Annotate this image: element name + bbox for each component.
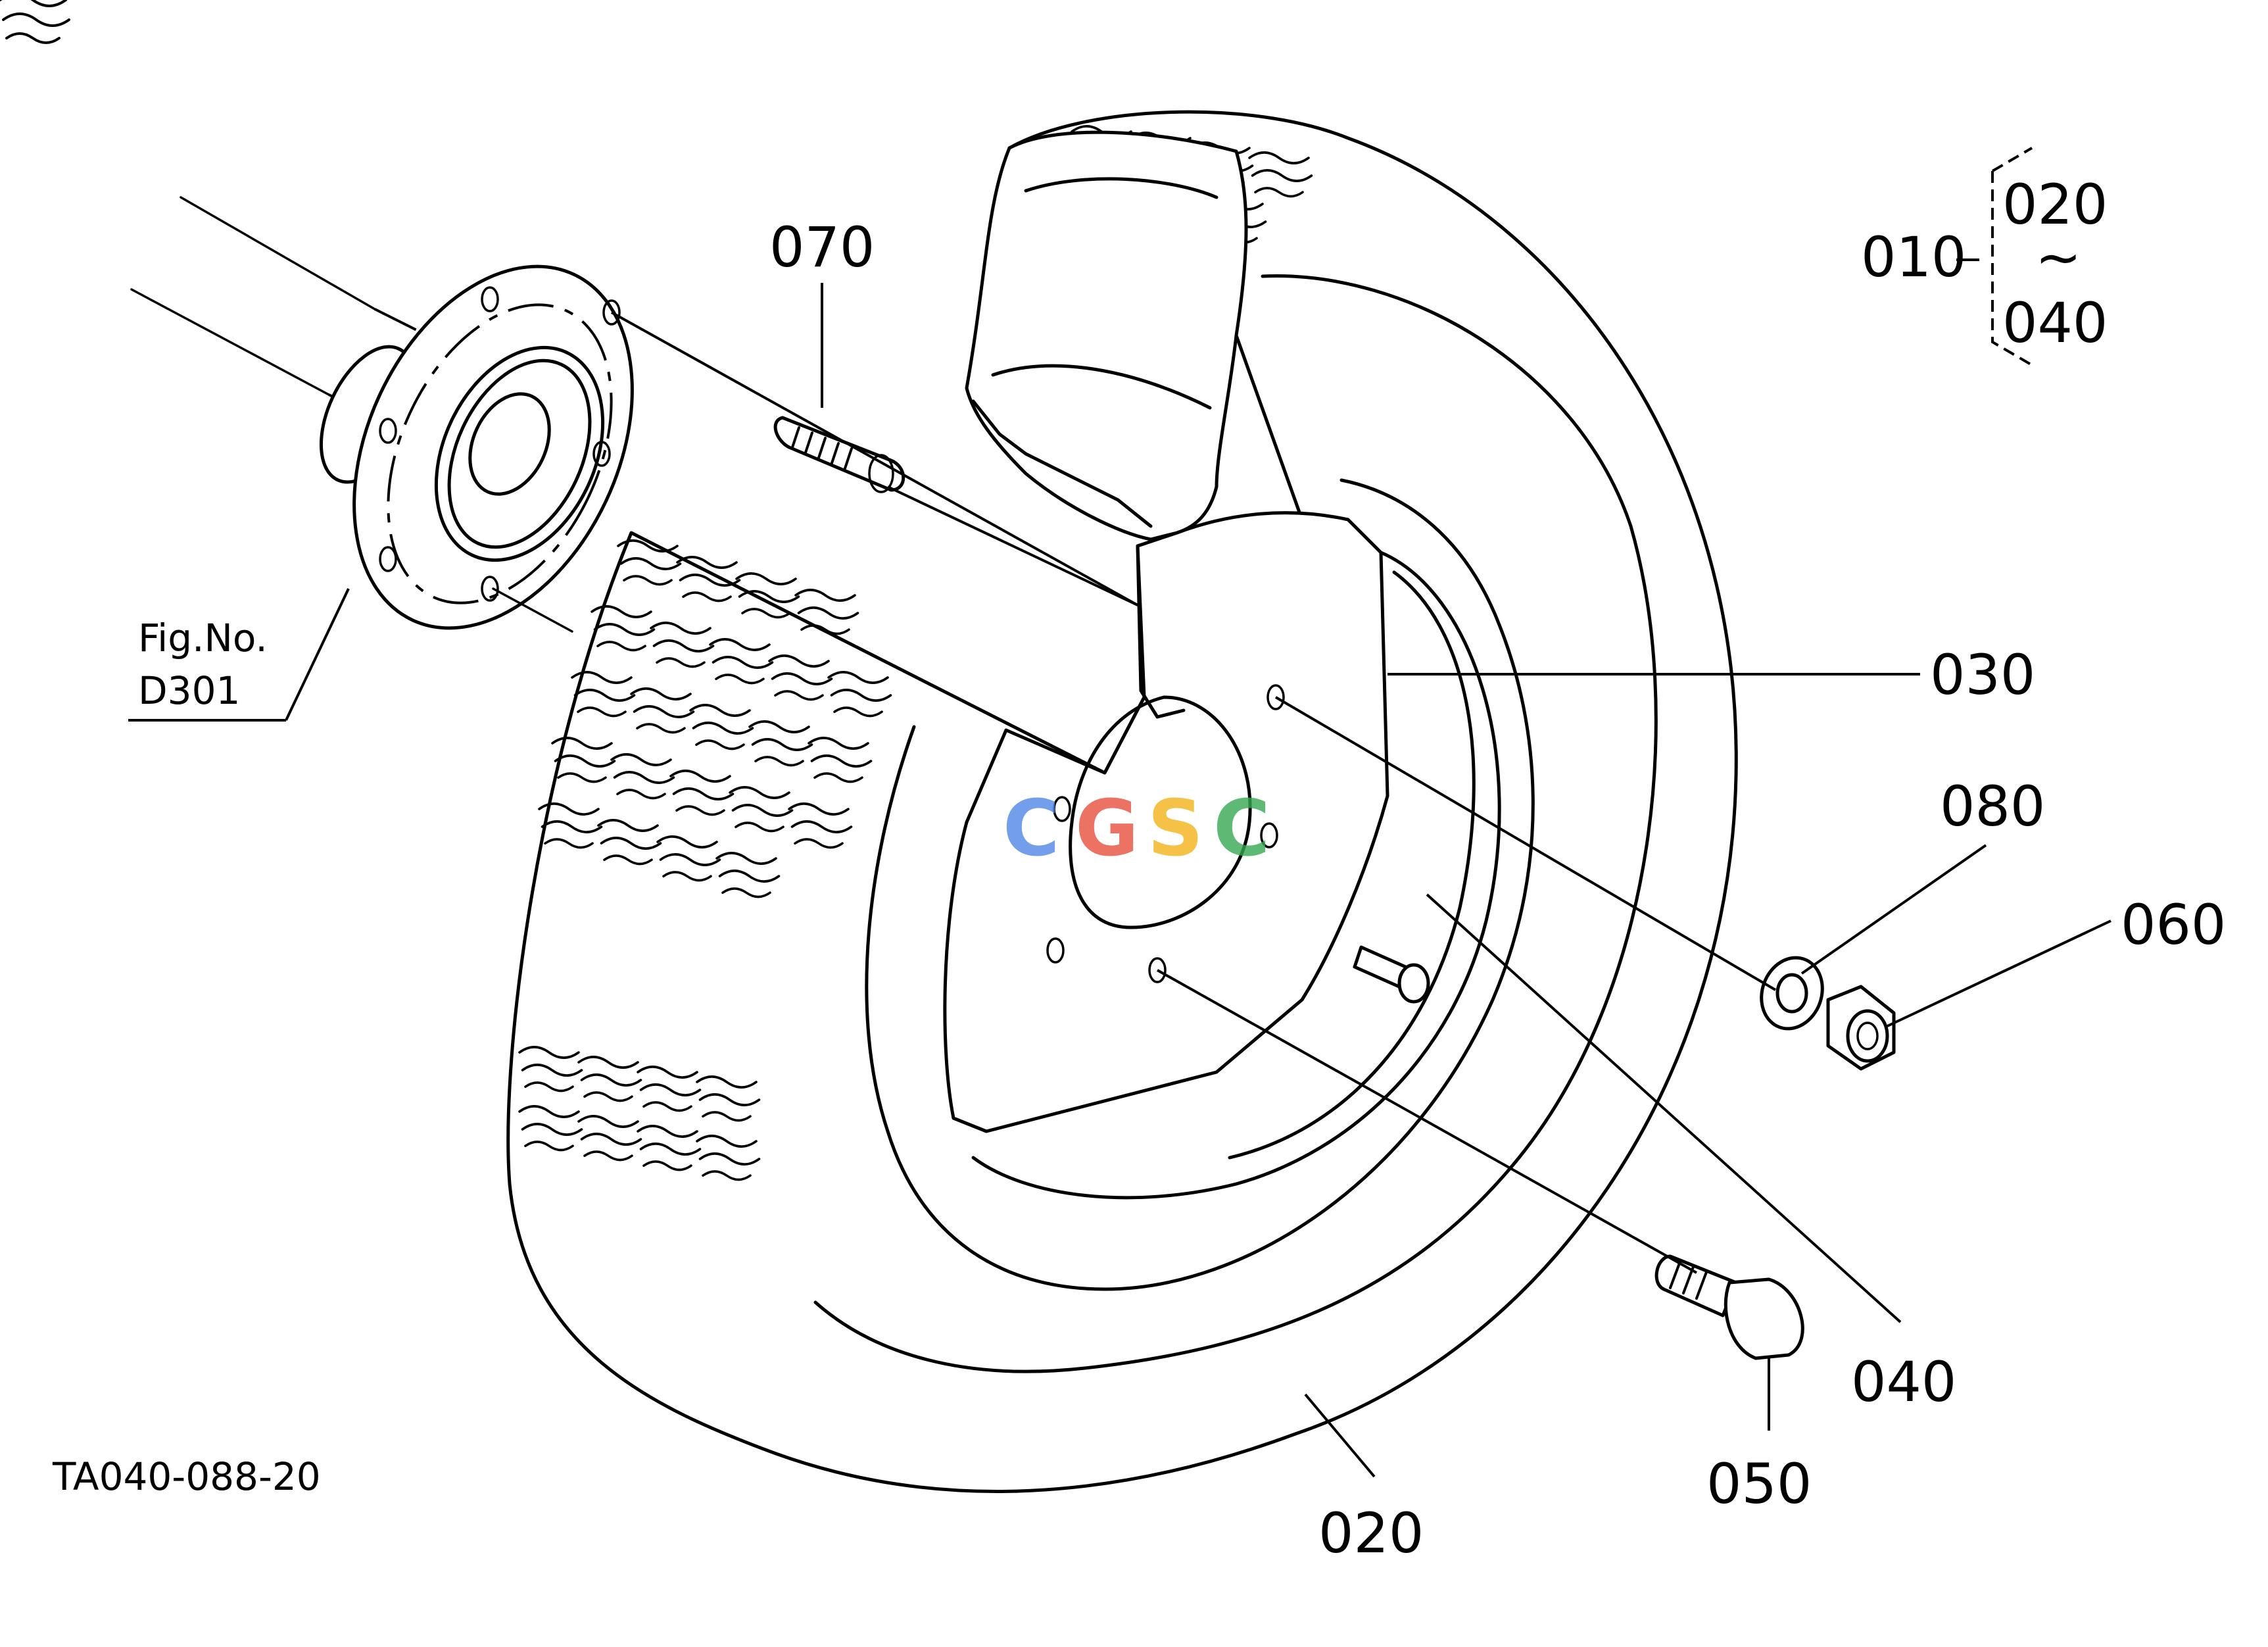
tread-block bbox=[577, 1115, 642, 1162]
valve-stem-040 bbox=[1353, 945, 1430, 1004]
tread-block bbox=[1248, 151, 1313, 198]
watermark-letter: C bbox=[1213, 783, 1270, 873]
stud-070 bbox=[773, 416, 905, 493]
tread-block bbox=[715, 852, 781, 898]
figure-ref-number: D301 bbox=[138, 668, 240, 713]
tread-block bbox=[696, 1075, 761, 1122]
tread-block bbox=[689, 704, 754, 750]
tread-block bbox=[577, 1056, 642, 1102]
tread-block bbox=[591, 605, 656, 652]
tread-block bbox=[637, 1066, 702, 1112]
nut-060 bbox=[1826, 985, 1896, 1071]
leader-lines bbox=[128, 147, 2111, 1478]
tread-block bbox=[669, 770, 735, 816]
callout-070: 070 bbox=[769, 215, 875, 280]
tread-block bbox=[794, 589, 859, 635]
callout-030: 030 bbox=[1930, 643, 2035, 707]
callout-tilde: ~ bbox=[2035, 225, 2081, 289]
tread-block bbox=[748, 720, 813, 767]
callout-060: 060 bbox=[2121, 893, 2226, 957]
hub-flange bbox=[319, 264, 634, 633]
callout-050: 050 bbox=[1706, 1452, 1812, 1516]
tread-block bbox=[709, 638, 774, 685]
tread-block bbox=[808, 737, 873, 783]
tread-block bbox=[696, 1135, 761, 1181]
callout-040-range: 040 bbox=[2002, 291, 2108, 355]
callout-010: 010 bbox=[1861, 225, 1966, 289]
tread-block bbox=[610, 753, 675, 800]
tread-block bbox=[518, 1105, 583, 1152]
tread-block bbox=[538, 802, 603, 849]
figure-reference: Fig.No. D301 bbox=[138, 616, 268, 713]
tread-block bbox=[617, 539, 682, 586]
watermark-letter: C bbox=[1003, 783, 1060, 873]
callout-040: 040 bbox=[1851, 1350, 1956, 1414]
figure-ref-label: Fig.No. bbox=[138, 616, 268, 660]
tread-block bbox=[630, 687, 695, 734]
tread-block bbox=[729, 786, 794, 833]
tread-block bbox=[768, 654, 833, 701]
tread-block bbox=[735, 572, 800, 619]
callout-020-range: 020 bbox=[2002, 172, 2108, 237]
tread-block bbox=[597, 819, 662, 866]
tread-block bbox=[518, 1046, 583, 1093]
tread-block bbox=[637, 1125, 702, 1171]
drawing-code: TA040-088-20 bbox=[52, 1454, 321, 1499]
tread-block bbox=[827, 671, 892, 718]
wheel-disc-030 bbox=[943, 511, 1501, 1200]
tire-tread-pattern bbox=[0, 0, 70, 44]
callout-labels: 010 020 ~ 040 070 030 080 060 040 050 02… bbox=[769, 172, 2226, 1565]
tread-block bbox=[788, 802, 853, 849]
watermark-letter: G bbox=[1075, 783, 1139, 873]
tread-block bbox=[551, 737, 616, 783]
watermark-letter: S bbox=[1147, 783, 1203, 873]
callout-080: 080 bbox=[1940, 774, 2045, 839]
bolt-050 bbox=[1654, 1254, 1804, 1360]
tread-block bbox=[571, 671, 636, 718]
callout-020: 020 bbox=[1318, 1501, 1424, 1565]
watermark: C G S C bbox=[1003, 783, 1270, 873]
tire-cutaway-section bbox=[965, 130, 1248, 541]
tread-block bbox=[650, 622, 715, 668]
tread-block bbox=[676, 556, 741, 602]
tread-block bbox=[656, 835, 721, 882]
